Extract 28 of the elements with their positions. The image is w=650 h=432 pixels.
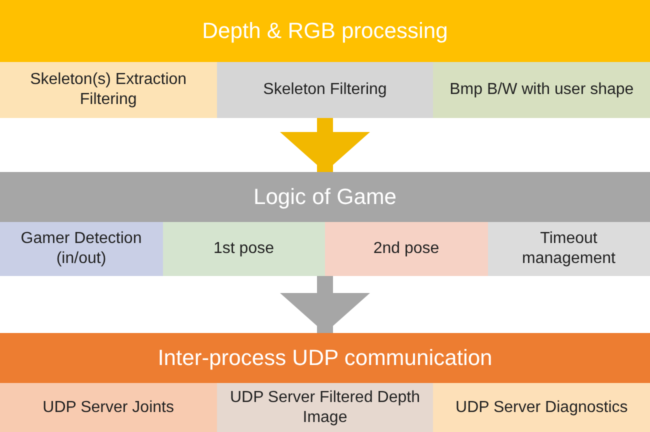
block-arrow xyxy=(280,118,370,172)
band-heading: Depth & RGB processing xyxy=(201,18,449,44)
box-label: UDP Server Joints xyxy=(42,398,174,418)
process-box xyxy=(325,222,488,276)
process-box xyxy=(0,383,217,432)
process-box xyxy=(162,222,325,276)
box-label: Timeout management xyxy=(521,229,616,269)
band-heading: Logic of Game xyxy=(252,184,398,210)
box-label: Skeleton Filtering xyxy=(263,80,387,100)
process-band xyxy=(0,0,650,118)
block-arrow xyxy=(280,276,370,333)
box-label: 2nd pose xyxy=(373,239,440,259)
process-box xyxy=(433,383,650,432)
process-box xyxy=(0,62,217,118)
process-box xyxy=(433,62,650,118)
process-band xyxy=(0,333,650,432)
band-heading: Inter-process UDP communication xyxy=(156,345,494,371)
process-band xyxy=(0,172,650,276)
box-label: Skeleton(s) Extraction Filtering xyxy=(29,70,188,110)
box-label: 1st pose xyxy=(214,239,274,259)
process-box xyxy=(488,222,650,276)
process-box xyxy=(216,62,434,118)
process-box xyxy=(0,222,162,276)
box-label: UDP Server Filtered Depth Image xyxy=(228,388,421,428)
process-box xyxy=(216,383,434,432)
box-label: Gamer Detection (in/out) xyxy=(20,229,143,269)
box-label: Bmp B/W with user shape xyxy=(450,80,634,100)
box-label: UDP Server Diagnostics xyxy=(456,398,628,418)
